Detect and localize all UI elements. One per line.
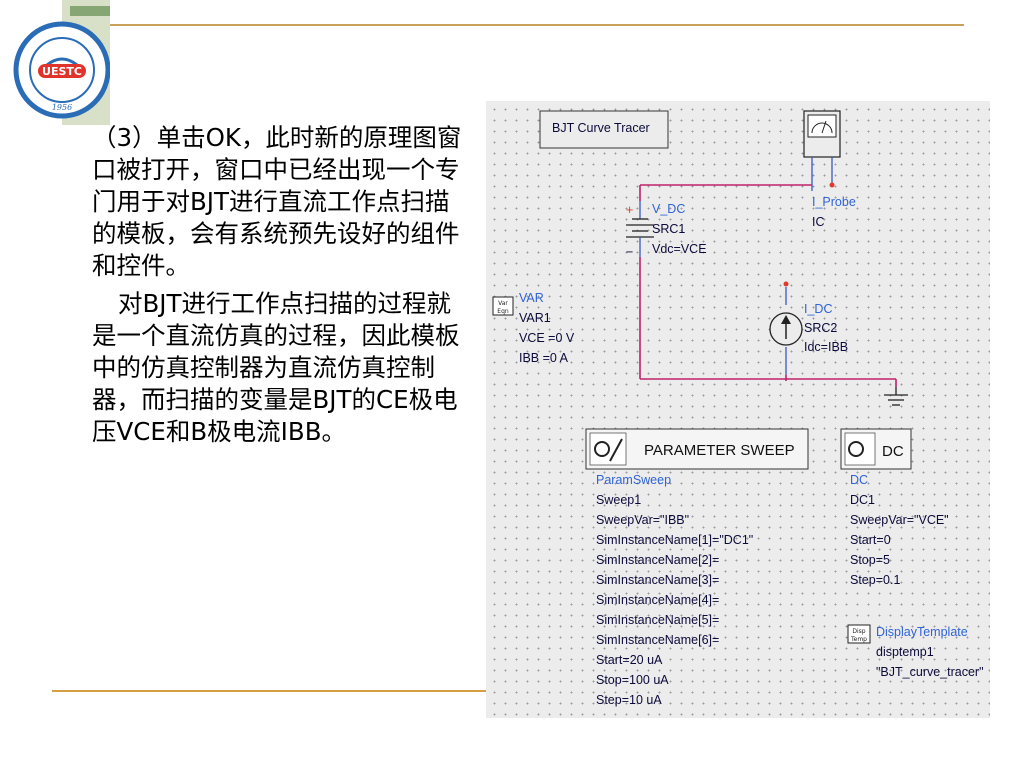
svg-text:I_Probe: I_Probe — [812, 195, 856, 209]
bottom-rule — [52, 690, 486, 692]
svg-text:SweepVar="IBB": SweepVar="IBB" — [596, 513, 689, 527]
svg-text:ParamSweep: ParamSweep — [596, 473, 671, 487]
uestc-logo: UESTC 1956 — [0, 0, 111, 125]
paragraph-step3: （3）单击OK，此时新的原理图窗口被打开，窗口中已经出现一个专门用于对BJT进行… — [92, 123, 462, 280]
var-equation-component[interactable]: Var Eqn VAR VAR1 VCE =0 V IBB =0 A — [492, 291, 575, 365]
display-template-component[interactable]: Disp Temp DisplayTemplate disptemp1 "BJT… — [847, 624, 984, 679]
ads-schematic-window[interactable]: BJT Curve Tracer I_Probe IC + − V_DC SRC… — [486, 101, 990, 718]
svg-text:UESTC: UESTC — [42, 65, 82, 78]
svg-text:Temp: Temp — [850, 636, 867, 643]
body-text: （3）单击OK，此时新的原理图窗口被打开，窗口中已经出现一个专门用于对BJT进行… — [92, 122, 472, 448]
dc-simulation-controller[interactable]: DC DC DC1 SweepVar="VCE" Start=0 Stop=5 … — [840, 428, 949, 587]
top-rule — [110, 24, 964, 26]
svg-text:Sweep1: Sweep1 — [596, 493, 641, 507]
parameter-sweep-controller[interactable]: PARAMETER SWEEP ParamSweep Sweep1 SweepV… — [585, 428, 809, 707]
svg-text:IC: IC — [812, 215, 825, 229]
svg-text:SimInstanceName[3]=: SimInstanceName[3]= — [596, 573, 719, 587]
svg-text:BJT Curve Tracer: BJT Curve Tracer — [552, 121, 650, 135]
svg-text:+: + — [626, 203, 633, 217]
svg-text:Stop=100 uA: Stop=100 uA — [596, 673, 669, 687]
svg-text:I_DC: I_DC — [804, 302, 832, 316]
svg-text:Step=10 uA: Step=10 uA — [596, 693, 662, 707]
i-probe-component[interactable]: I_Probe IC — [803, 110, 856, 229]
svg-text:VAR1: VAR1 — [519, 311, 551, 325]
idc-source-component[interactable]: I_DC SRC2 Idc=IBB — [769, 302, 848, 354]
svg-text:PARAMETER SWEEP: PARAMETER SWEEP — [644, 442, 795, 459]
svg-text:SRC2: SRC2 — [804, 321, 837, 335]
svg-text:Start=0: Start=0 — [850, 533, 891, 547]
paragraph-sweep-explanation: 对BJT进行工作点扫描的过程就是一个直流仿真的过程，因此模板中的仿真控制器为直流… — [92, 289, 460, 446]
svg-text:Eqn: Eqn — [497, 308, 509, 315]
svg-text:VAR: VAR — [519, 291, 544, 305]
svg-text:IBB =0 A: IBB =0 A — [519, 351, 569, 365]
svg-text:DC: DC — [882, 443, 904, 460]
svg-text:DC: DC — [850, 473, 868, 487]
svg-text:SimInstanceName[5]=: SimInstanceName[5]= — [596, 613, 719, 627]
title-box[interactable]: BJT Curve Tracer — [539, 110, 669, 149]
svg-text:DisplayTemplate: DisplayTemplate — [876, 625, 968, 639]
gear-icon — [594, 441, 610, 457]
svg-text:DC1: DC1 — [850, 493, 875, 507]
svg-text:1956: 1956 — [52, 103, 72, 112]
svg-text:Vdc=VCE: Vdc=VCE — [652, 242, 707, 256]
svg-text:Idc=IBB: Idc=IBB — [804, 340, 848, 354]
svg-text:Start=20 uA: Start=20 uA — [596, 653, 663, 667]
svg-text:V_DC: V_DC — [652, 202, 685, 216]
ground-symbol — [884, 387, 908, 406]
svg-text:Step=0.1: Step=0.1 — [850, 573, 900, 587]
svg-text:Var: Var — [498, 300, 508, 307]
svg-text:−: − — [626, 245, 633, 259]
vdc-source-component[interactable]: + − V_DC SRC1 Vdc=VCE — [626, 201, 707, 259]
svg-text:"BJT_curve_tracer": "BJT_curve_tracer" — [876, 665, 984, 679]
svg-text:SimInstanceName[1]="DC1": SimInstanceName[1]="DC1" — [596, 533, 753, 547]
svg-text:disptemp1: disptemp1 — [876, 645, 934, 659]
svg-text:SimInstanceName[6]=: SimInstanceName[6]= — [596, 633, 719, 647]
schematic-wires — [639, 184, 897, 387]
svg-text:SimInstanceName[2]=: SimInstanceName[2]= — [596, 553, 719, 567]
svg-text:SweepVar="VCE": SweepVar="VCE" — [850, 513, 949, 527]
svg-text:SRC1: SRC1 — [652, 222, 685, 236]
svg-text:VCE =0 V: VCE =0 V — [519, 331, 575, 345]
svg-text:SimInstanceName[4]=: SimInstanceName[4]= — [596, 593, 719, 607]
svg-text:Stop=5: Stop=5 — [850, 553, 890, 567]
svg-text:Disp: Disp — [852, 628, 865, 635]
